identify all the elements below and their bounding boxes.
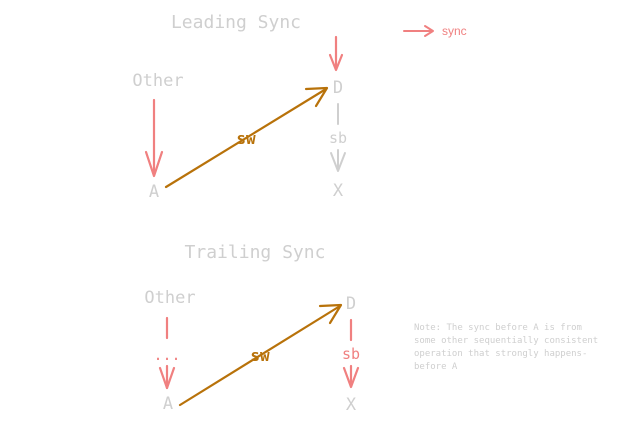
- trailing-sb-arrowhead: [342, 366, 360, 389]
- trailing-sw-arrowhead: [318, 303, 343, 325]
- leading-node-x: X: [333, 181, 344, 201]
- trailing-other-label: Other: [144, 288, 195, 308]
- note-line: operation that strongly happens-: [414, 349, 587, 359]
- note-line: before A: [414, 362, 458, 372]
- leading-sync-section: Leading Sync Other A D sb X sw: [132, 12, 347, 202]
- trailing-ellipsis: ...: [153, 346, 180, 364]
- legend-sync-arrowhead: [424, 25, 434, 37]
- leading-sb-arrowhead: [330, 152, 346, 172]
- trailing-sw-arrow: [178, 304, 342, 407]
- trailing-sync-title: Trailing Sync: [185, 242, 326, 263]
- trailing-sb-label: sb: [342, 345, 360, 363]
- trailing-sync-section: Trailing Sync Other ... A D sb X sw: [144, 242, 360, 415]
- leading-sw-arrow: [164, 87, 328, 189]
- leading-sw-label: sw: [236, 129, 256, 148]
- trailing-node-d: D: [346, 294, 356, 314]
- legend: sync: [403, 24, 467, 38]
- leading-node-d: D: [333, 78, 343, 98]
- note-text: Note: The sync before A is from some oth…: [414, 323, 598, 372]
- trailing-node-x: X: [346, 395, 357, 415]
- note-line: Note: The sync before A is from: [414, 323, 582, 333]
- leading-sync-into-d-arrowhead: [328, 53, 344, 72]
- trailing-to-a-arrowhead: [158, 366, 176, 390]
- leading-sb-label: sb: [329, 129, 347, 147]
- note-line: some other sequentially consistent: [414, 336, 598, 346]
- legend-sync-label: sync: [442, 24, 467, 38]
- leading-node-a: A: [149, 182, 159, 202]
- trailing-sw-label: sw: [250, 346, 270, 365]
- leading-sw-arrowhead: [304, 86, 329, 108]
- leading-other-label: Other: [132, 71, 183, 91]
- trailing-node-a: A: [163, 394, 173, 414]
- leading-other-to-a-arrowhead: [144, 150, 164, 178]
- leading-sync-title: Leading Sync: [171, 12, 301, 33]
